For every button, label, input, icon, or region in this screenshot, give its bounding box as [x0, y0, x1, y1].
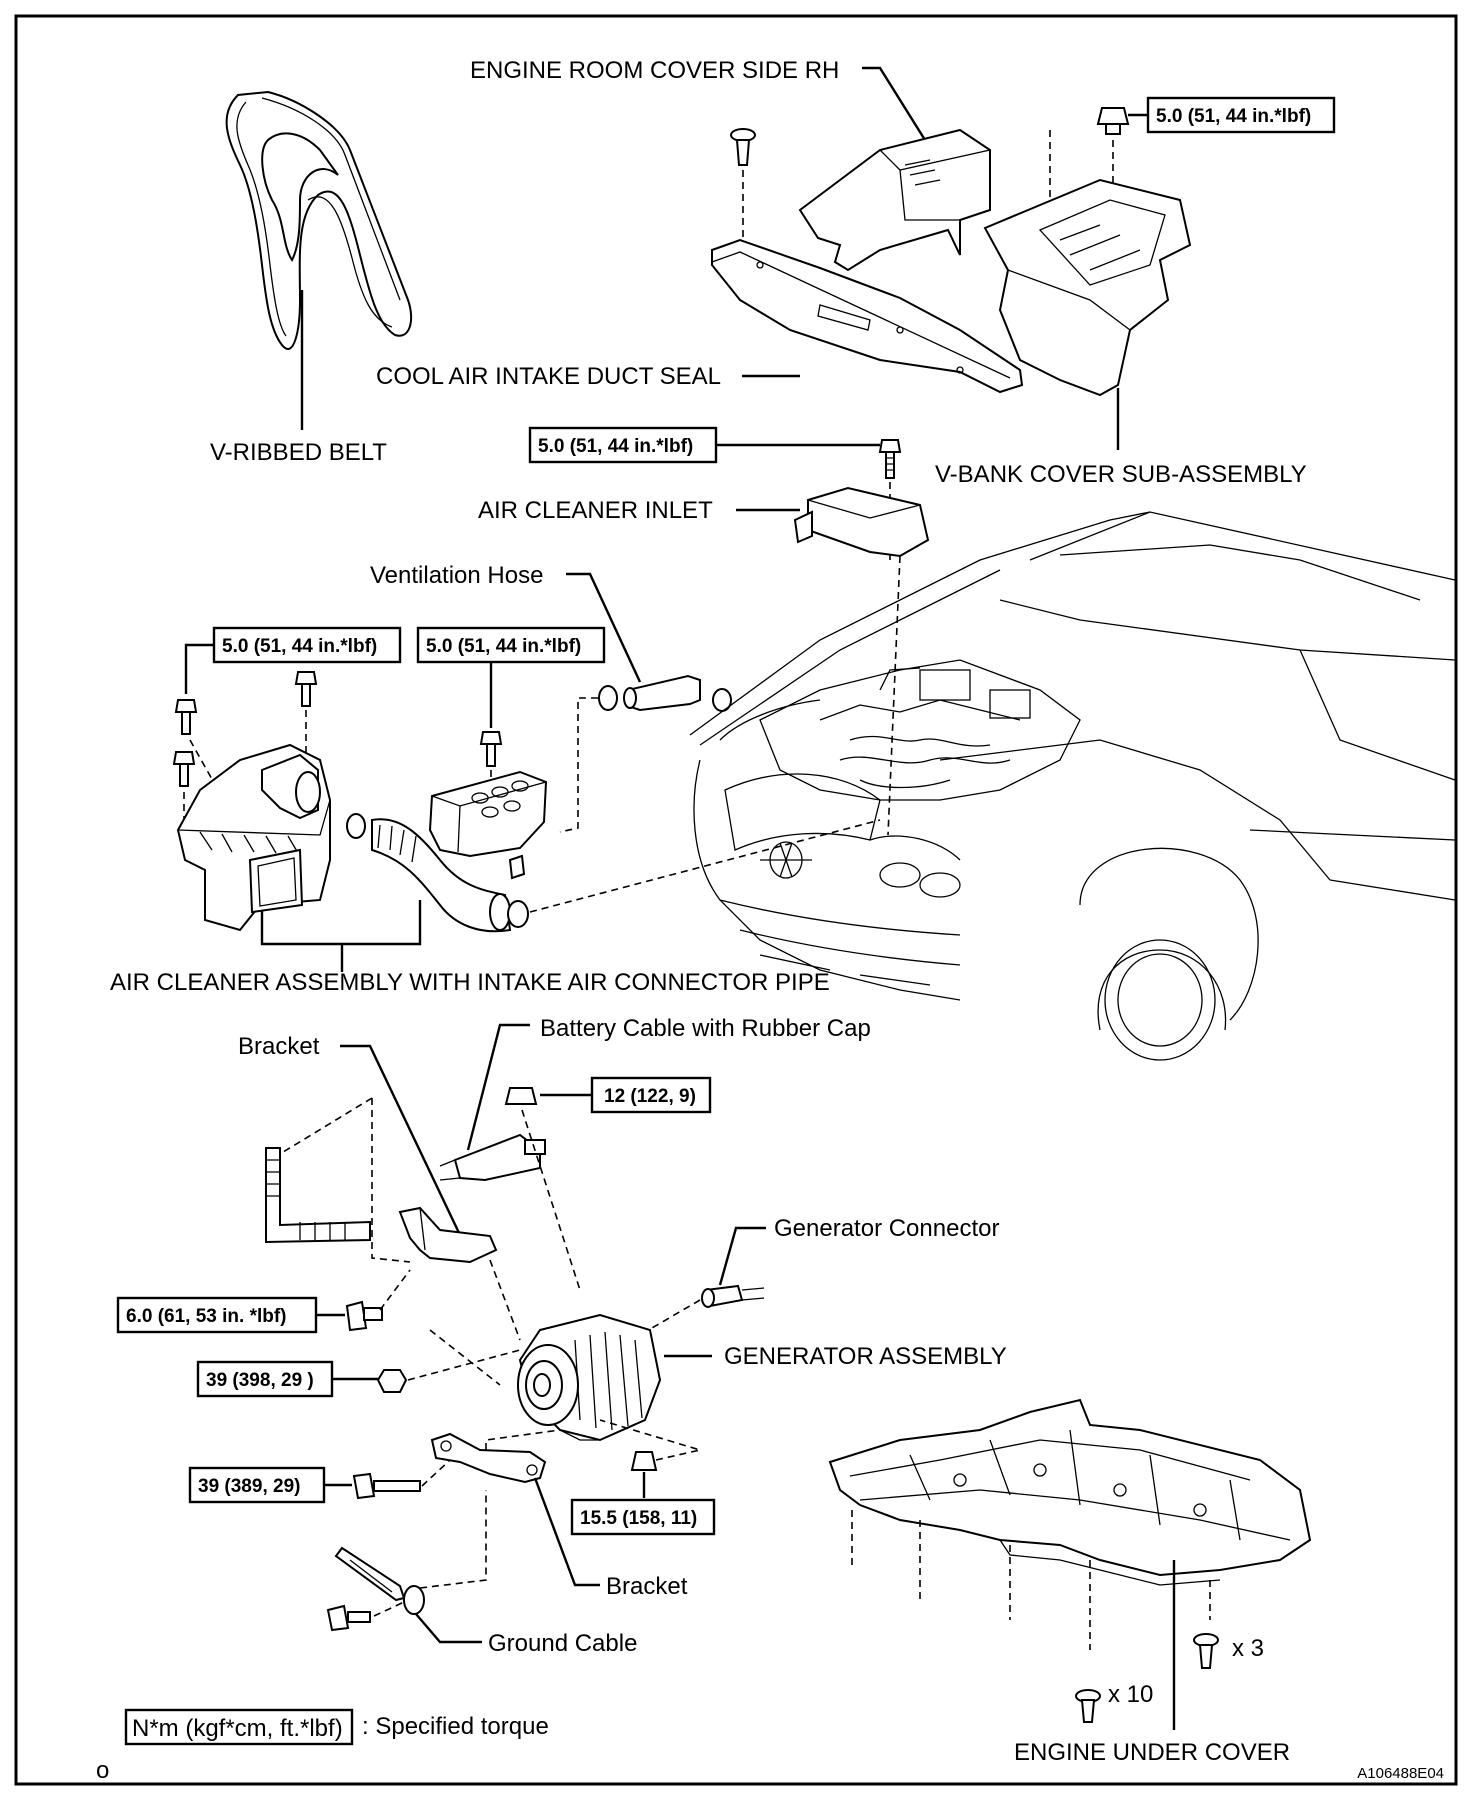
nut-icon	[1096, 107, 1130, 135]
nut-icon	[504, 1087, 538, 1105]
torque-box-generator-nut-lower: 15.5 (158, 11)	[570, 1498, 716, 1536]
air-cleaner-assembly-label: AIR CLEANER ASSEMBLY WITH INTAKE AIR CON…	[110, 969, 830, 996]
torque-value-generator-bolt: 39 (389, 29)	[198, 1476, 300, 1497]
footer-left-mark: o	[96, 1757, 109, 1784]
clip-icon	[1193, 1633, 1219, 1669]
bolt-icon	[174, 699, 198, 735]
air-cleaner-inlet-label: AIR CLEANER INLET	[478, 497, 713, 524]
engine-under-cover-label: ENGINE UNDER COVER	[1014, 1739, 1290, 1766]
bracket-hose-drawing	[265, 1147, 371, 1244]
clip-icon	[1075, 1689, 1101, 1723]
bracket-lower-drawing	[430, 1432, 547, 1484]
bracket-upper-drawing	[398, 1206, 498, 1264]
vehicle-drawing	[689, 511, 1456, 1061]
engine-room-cover-side-rh-drawing	[798, 128, 991, 272]
ventilation-hose-label: Ventilation Hose	[370, 562, 543, 589]
torque-box-bracket-bolt: 6.0 (61, 53 in. *lbf)	[116, 1296, 318, 1334]
torque-value-air-cleaner-right: 5.0 (51, 44 in.*lbf)	[426, 636, 581, 657]
nut-icon	[630, 1451, 658, 1471]
qty-x3-label: x 3	[1232, 1635, 1264, 1662]
bracket-lower-label: Bracket	[606, 1573, 688, 1600]
torque-legend-unit: N*m (kgf*cm, ft.*lbf)	[132, 1715, 343, 1742]
bolt-icon	[345, 1300, 383, 1332]
v-ribbed-belt-drawing	[225, 90, 413, 350]
torque-value-v-bank-cover: 5.0 (51, 44 in.*lbf)	[1156, 106, 1311, 127]
figure-id: A106488E04	[1357, 1765, 1444, 1782]
bolt-icon	[172, 751, 196, 787]
torque-value-generator-nut: 39 (398, 29 )	[206, 1370, 314, 1391]
air-cleaner-assembly-drawing	[176, 743, 548, 933]
torque-legend-description: : Specified torque	[362, 1713, 549, 1740]
generator-connector-label: Generator Connector	[774, 1215, 999, 1242]
torque-box-battery-cable-nut: 12 (122, 9)	[590, 1076, 712, 1114]
bracket-upper-label: Bracket	[238, 1033, 320, 1060]
ventilation-hose-drawing	[598, 674, 732, 712]
torque-box-air-cleaner-right: 5.0 (51, 44 in.*lbf)	[416, 626, 606, 664]
torque-box-air-cleaner-left: 5.0 (51, 44 in.*lbf)	[212, 626, 402, 664]
v-bank-cover-sub-assembly-label: V-BANK COVER SUB-ASSEMBLY	[935, 461, 1307, 488]
torque-value-air-cleaner-inlet: 5.0 (51, 44 in.*lbf)	[538, 436, 693, 457]
torque-value-generator-nut-lower: 15.5 (158, 11)	[580, 1508, 697, 1529]
torque-value-battery-cable-nut: 12 (122, 9)	[604, 1086, 696, 1107]
generator-connector-drawing	[701, 1284, 765, 1308]
v-bank-cover-sub-assembly-drawing	[983, 178, 1192, 397]
torque-legend: N*m (kgf*cm, ft.*lbf) : Specified torque	[124, 1708, 549, 1746]
generator-assembly-label: GENERATOR ASSEMBLY	[724, 1343, 1007, 1370]
ground-cable-drawing	[334, 1546, 425, 1615]
bolt-icon	[294, 671, 318, 707]
torque-value-air-cleaner-left: 5.0 (51, 44 in.*lbf)	[222, 636, 377, 657]
engine-under-cover-drawing	[828, 1398, 1312, 1586]
air-cleaner-inlet-drawing	[793, 486, 930, 558]
bolt-icon	[326, 1604, 371, 1632]
torque-box-v-bank-cover: 5.0 (51, 44 in.*lbf)	[1146, 96, 1336, 134]
qty-x10-label: x 10	[1108, 1681, 1153, 1708]
battery-cable-drawing	[439, 1133, 546, 1182]
bolt-icon	[479, 731, 503, 767]
torque-box-generator-nut: 39 (398, 29 )	[196, 1360, 334, 1398]
ground-cable-label: Ground Cable	[488, 1630, 637, 1657]
engine-room-cover-side-rh-label: ENGINE ROOM COVER SIDE RH	[470, 57, 839, 84]
nut-icon	[376, 1369, 408, 1393]
v-ribbed-belt-label: V-RIBBED BELT	[210, 439, 387, 466]
bolt-icon	[352, 1472, 421, 1500]
torque-box-air-cleaner-inlet: 5.0 (51, 44 in.*lbf)	[528, 426, 718, 464]
cool-air-intake-duct-seal-drawing	[711, 238, 1024, 394]
bolt-icon	[878, 439, 902, 479]
torque-value-bracket-bolt: 6.0 (61, 53 in. *lbf)	[126, 1306, 287, 1327]
battery-cable-label: Battery Cable with Rubber Cap	[540, 1015, 871, 1042]
cool-air-intake-duct-seal-label: COOL AIR INTAKE DUCT SEAL	[376, 363, 721, 390]
generator-assembly-drawing	[517, 1313, 662, 1442]
diagram-frame	[14, 14, 1458, 1786]
torque-box-generator-bolt: 39 (389, 29)	[188, 1466, 326, 1504]
clip-icon	[730, 128, 756, 166]
